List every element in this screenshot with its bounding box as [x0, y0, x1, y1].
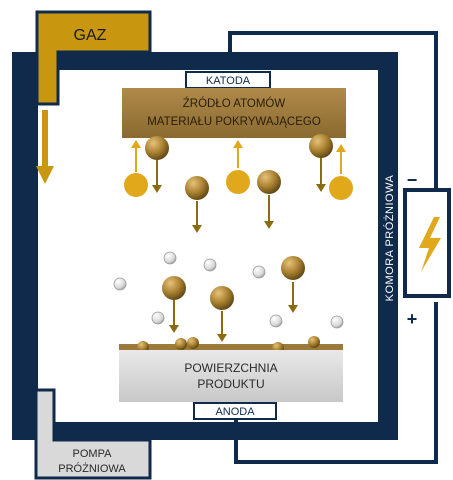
surface-label-line2: PRODUKTU	[197, 377, 264, 391]
pump-label-line1: POMPA	[73, 448, 113, 460]
gas-label: GAZ	[74, 27, 107, 44]
source-label-line2: MATERIAŁU POKRYWAJĄCEGO	[147, 116, 321, 128]
minus-sign: −	[407, 170, 418, 190]
source-label-line1: ŹRÓDŁO ATOMÓW	[183, 97, 286, 110]
cathode-label: KATODA	[206, 75, 251, 87]
ions	[124, 170, 353, 200]
wire-top	[228, 31, 438, 196]
surface-label-line1: POWIERZCHNIA	[184, 361, 277, 375]
gas-particles	[113, 251, 344, 329]
vacuum-pump	[34, 388, 152, 480]
atom-down-arrows	[152, 157, 326, 342]
product-surface	[119, 350, 343, 402]
lightning-bolt-icon	[419, 217, 441, 272]
ion-up-arrows	[131, 140, 346, 174]
chamber-label: KOMORA PRÓŻNIOWA	[383, 174, 396, 301]
power-supply	[403, 188, 451, 298]
anode-label: ANODA	[215, 406, 255, 418]
coating-atoms	[145, 134, 333, 310]
plus-sign: +	[407, 309, 418, 329]
deposited-layer	[119, 344, 343, 350]
anode-tab	[193, 402, 277, 420]
deposited-atoms	[137, 336, 320, 354]
pump-label-line2: PRÓŻNIOWA	[58, 462, 126, 475]
gas-arrow-icon	[36, 110, 54, 184]
wire-bottom	[234, 302, 438, 464]
atom-source	[122, 88, 346, 138]
gas-inlet	[35, 10, 152, 106]
